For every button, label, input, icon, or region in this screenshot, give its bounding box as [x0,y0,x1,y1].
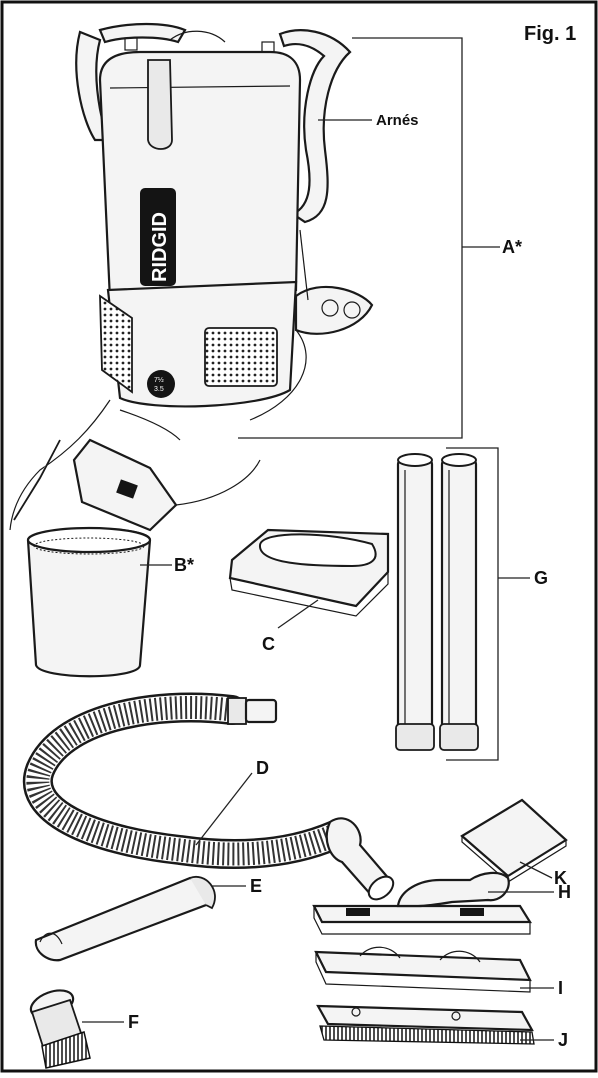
insert-top [316,952,530,980]
rating-badge-top: 7½ [154,376,164,384]
part-b-filter-bag: B* [28,528,194,676]
hose-body [38,708,335,855]
callout-h: H [558,882,571,902]
vacuum-body [100,52,300,300]
callout-i: I [558,978,563,998]
filter-bag-rim [28,528,150,552]
brand-text: RIDGID [149,212,171,282]
crevice-tool-body [36,878,207,960]
callout-j: J [558,1030,568,1050]
wand-right-end [440,724,478,750]
top-strap [100,24,185,42]
figure-label: Fig. 1 [524,23,576,45]
harness-label: Arnés [376,112,419,129]
switch-cord [120,410,180,440]
callout-f: F [128,1012,139,1032]
hose-end [246,700,276,722]
callout-c: C [262,634,275,654]
callout-d: D [256,758,269,778]
callout-g: G [534,568,548,588]
part-c-filter: C [230,530,388,654]
wand-left [398,460,432,745]
part-f-dusting-brush: F [27,985,139,1068]
extension-cord [176,460,260,505]
rating-badge-bottom: 3.5 [154,386,164,393]
callout-a: A* [502,237,522,257]
exhaust-vent [205,328,277,386]
part-i-squeegee-insert: I [316,947,563,998]
strap-buckle-left [125,38,137,50]
part-g-extension-wands: G [396,448,548,760]
callout-d-leader [196,773,252,845]
callout-b: B* [174,555,194,575]
part-j-brush-insert: J [318,1006,568,1050]
harness-rod [300,230,308,300]
wand-left-end [396,724,434,750]
part-a-backpack-vacuum: RIDGID 7½ 3.5 A* Arnés [10,24,522,530]
part-d-hose: D [38,698,398,904]
part-h-floor-tool: H [314,873,571,934]
hose-cuff [228,698,246,724]
floor-tool-clip-left [346,908,370,916]
callout-e: E [250,876,262,896]
rating-badge [147,370,175,398]
floor-tool-neck [398,873,509,906]
part-e-crevice-tool: E [36,876,262,960]
wand-right-top [442,454,476,466]
floor-tool-clip-right [460,908,484,916]
cord-plug [14,440,60,520]
body-latch [148,60,172,149]
wand-left-top [398,454,432,466]
manual-booklet [462,800,566,876]
wand-right [442,460,476,745]
